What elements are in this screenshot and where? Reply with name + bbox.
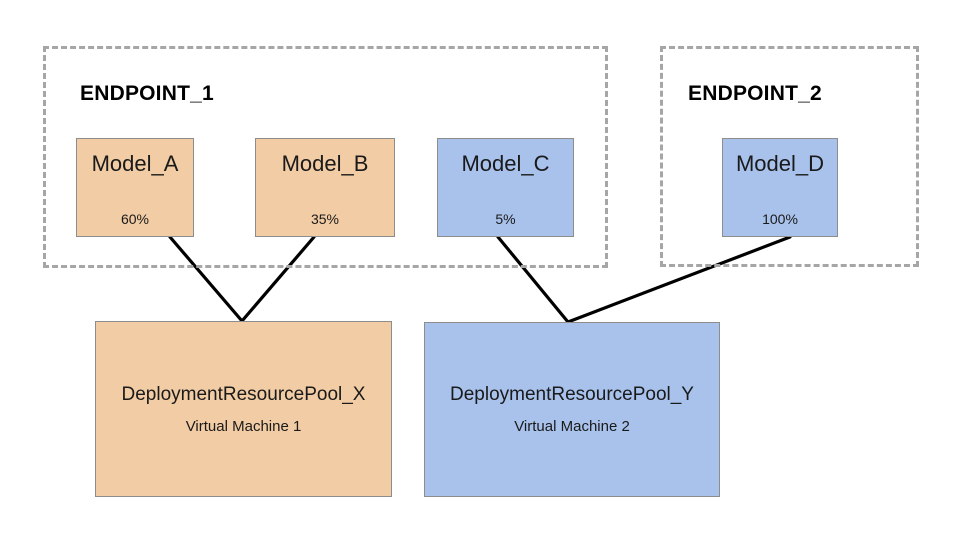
model-box-model-c[interactable]: Model_C 5% bbox=[437, 138, 574, 237]
connector-model-b-to-pool-x bbox=[240, 235, 316, 323]
model-name-label: Model_C bbox=[461, 151, 550, 176]
pool-machine-label: Virtual Machine 2 bbox=[514, 418, 630, 435]
pool-name-label: DeploymentResourcePool_Y bbox=[450, 384, 694, 405]
pool-box-deployment-resource-pool-x[interactable]: DeploymentResourcePool_X Virtual Machine… bbox=[95, 321, 392, 497]
model-name-label: Model_D bbox=[735, 151, 825, 176]
connector-model-c-to-pool-y bbox=[496, 235, 570, 324]
endpoint-group-1[interactable] bbox=[43, 46, 608, 268]
model-traffic-split: 60% bbox=[120, 211, 150, 227]
endpoint-title-1: ENDPOINT_1 bbox=[80, 82, 214, 105]
pool-machine-label: Virtual Machine 1 bbox=[185, 417, 302, 435]
model-traffic-split: 5% bbox=[495, 211, 516, 227]
model-name-label: Model_B bbox=[281, 151, 369, 176]
model-box-model-a[interactable]: Model_A 60% bbox=[76, 138, 194, 237]
connector-model-d-to-pool-y bbox=[566, 235, 792, 324]
endpoint-title-2: ENDPOINT_2 bbox=[688, 82, 822, 105]
connector-model-a-to-pool-x bbox=[168, 235, 244, 323]
model-traffic-split: 35% bbox=[310, 211, 340, 227]
model-traffic-split: 100% bbox=[762, 211, 798, 227]
model-box-model-d[interactable]: Model_D 100% bbox=[722, 138, 838, 237]
pool-name-label: DeploymentResourcePool_X bbox=[121, 383, 366, 405]
model-name-label: Model_A bbox=[91, 151, 179, 176]
pool-box-deployment-resource-pool-y[interactable]: DeploymentResourcePool_Y Virtual Machine… bbox=[424, 322, 720, 497]
endpoint-group-2[interactable] bbox=[660, 46, 919, 267]
model-box-model-b[interactable]: Model_B 35% bbox=[255, 138, 395, 237]
